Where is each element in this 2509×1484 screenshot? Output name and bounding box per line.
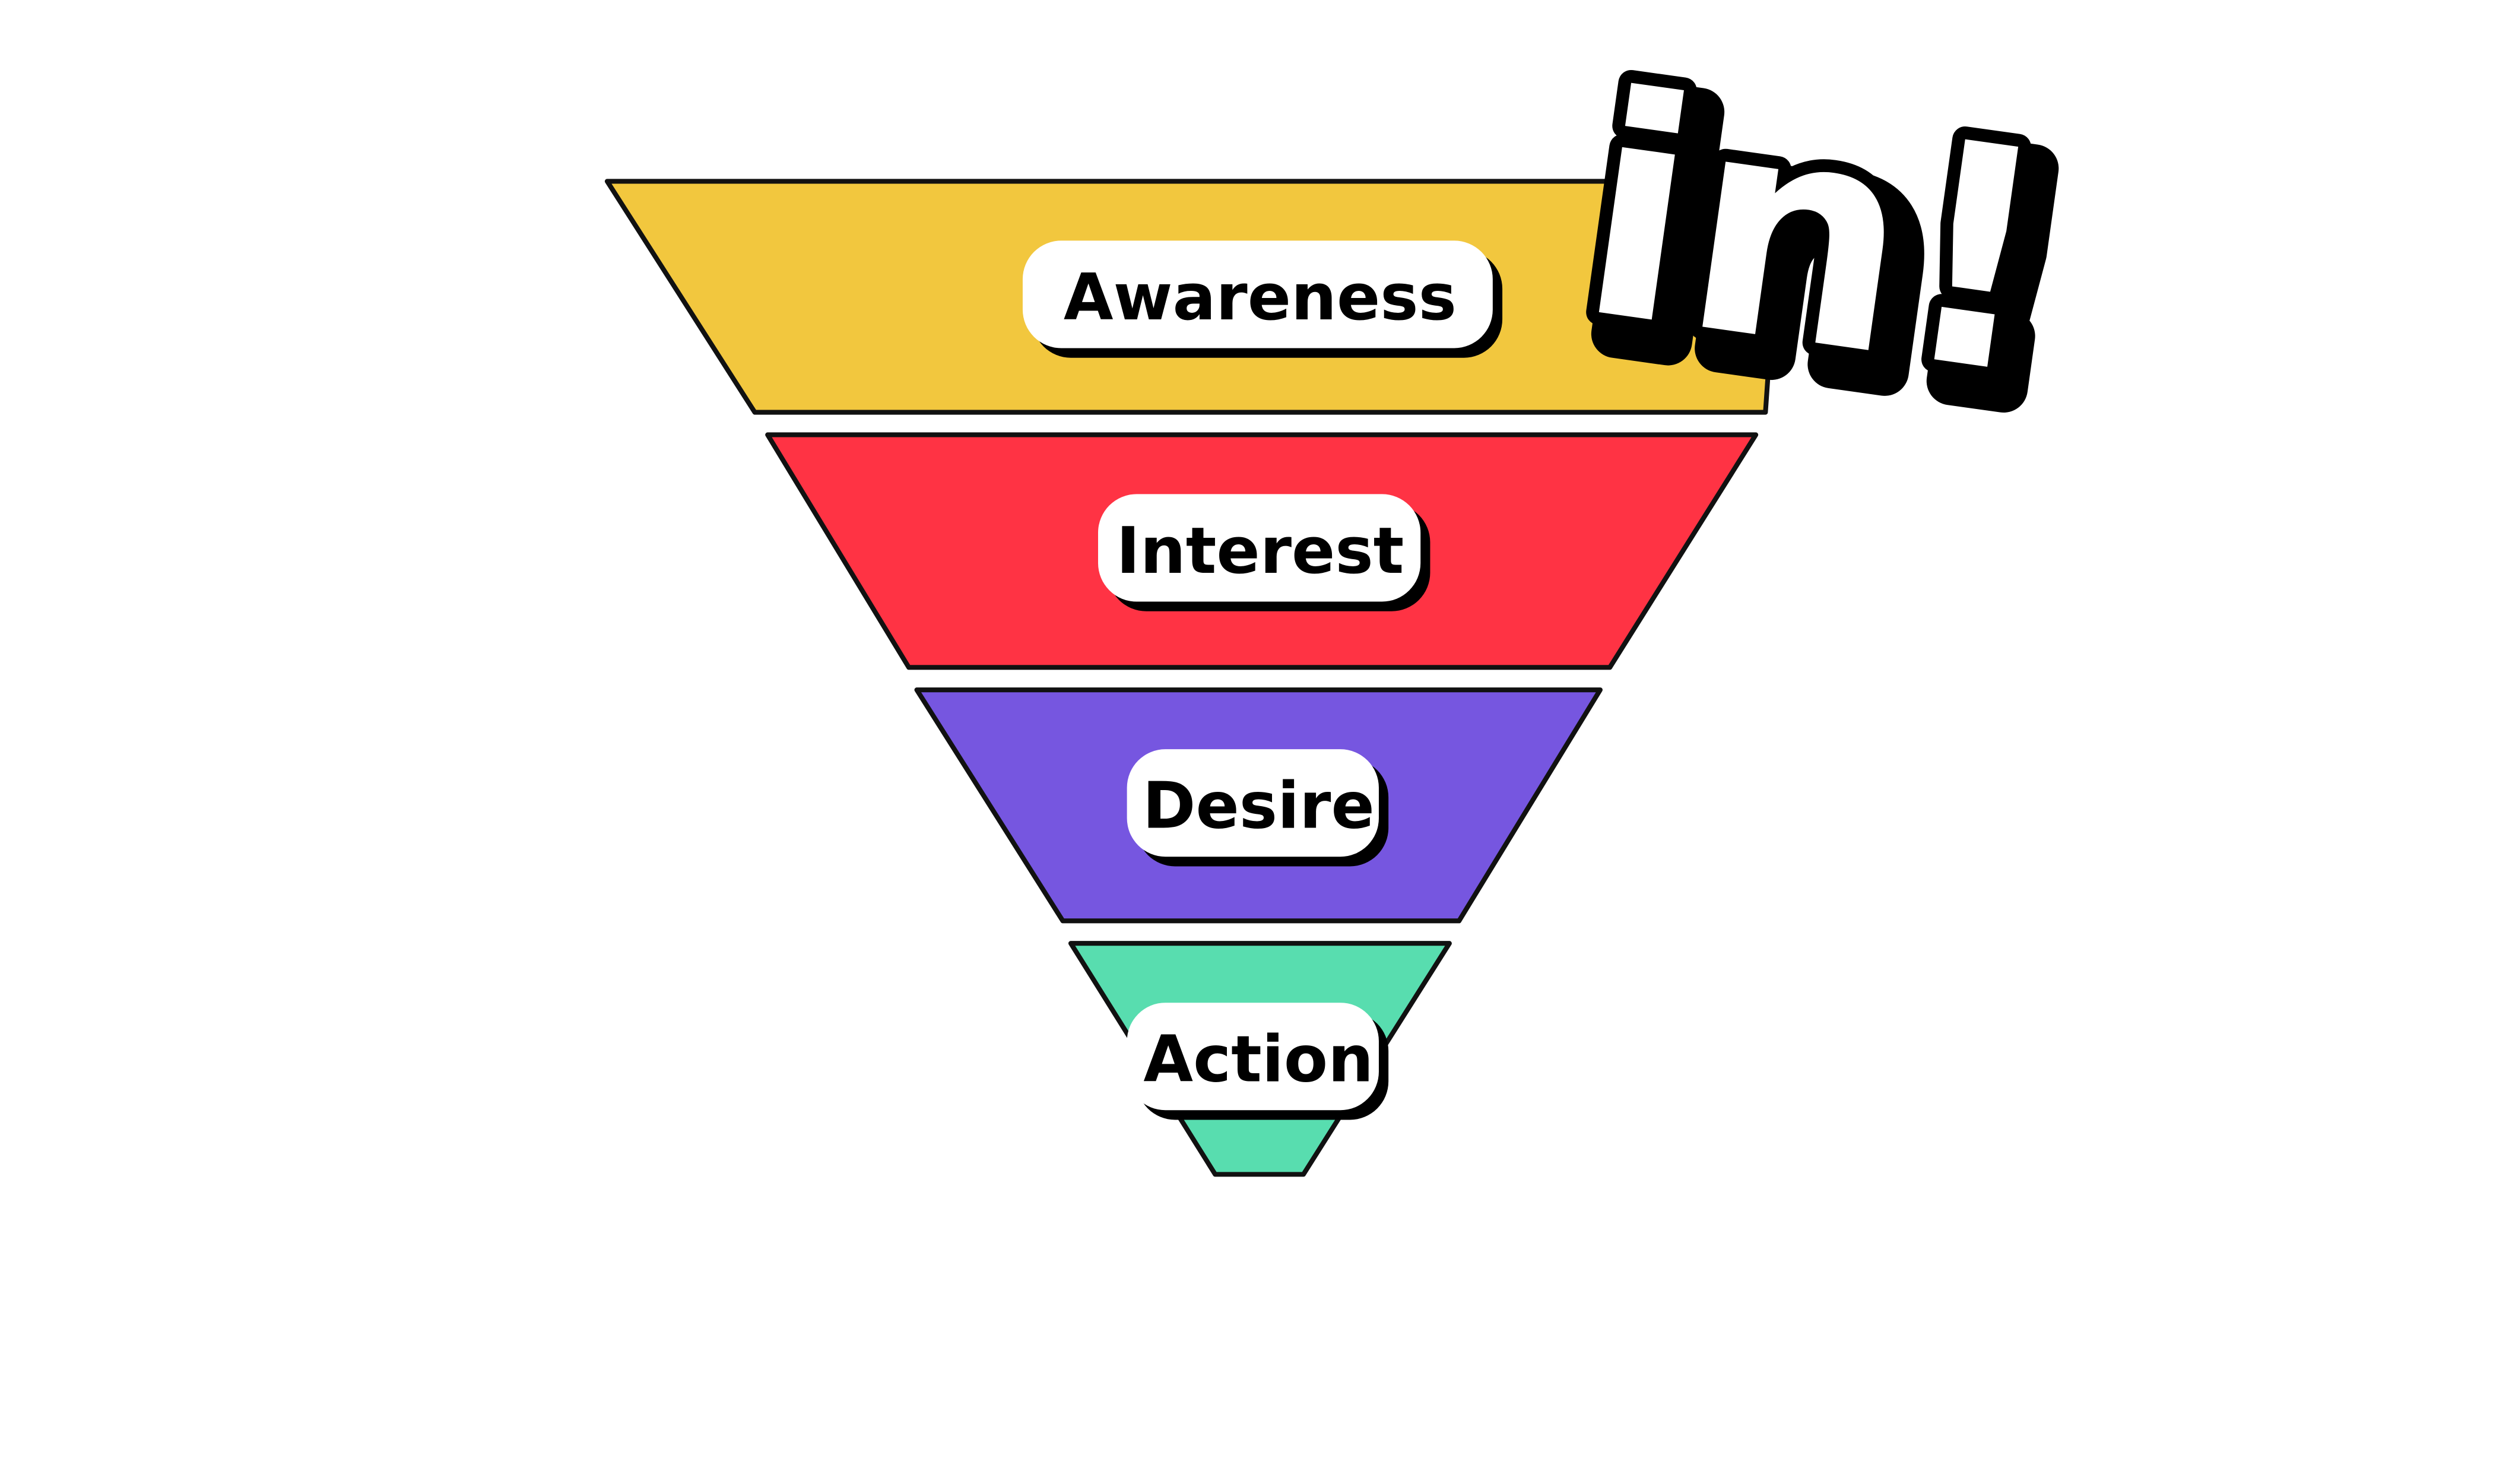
stage-label-awareness: Awareness (1022, 240, 1503, 358)
funnel-stage-interest: Interest (765, 432, 1759, 670)
in-logo: in! in! (1551, 16, 2110, 490)
funnel-stage-action: Action (1068, 941, 1452, 1177)
stage-label-action: Action (1127, 1003, 1389, 1120)
funnel-stage-awareness: Awareness (604, 179, 1784, 415)
stage-label-text-action: Action (1143, 1023, 1374, 1097)
stage-label-desire: Desire (1127, 749, 1389, 867)
stage-label-interest: Interest (1098, 494, 1430, 611)
stage-label-text-interest: Interest (1116, 514, 1404, 588)
stage-label-text-awareness: Awareness (1064, 261, 1457, 335)
in-logo-face: in! (1563, 29, 2069, 445)
funnel-stage-desire: Desire (914, 687, 1603, 924)
stage-label-text-desire: Desire (1143, 769, 1375, 844)
